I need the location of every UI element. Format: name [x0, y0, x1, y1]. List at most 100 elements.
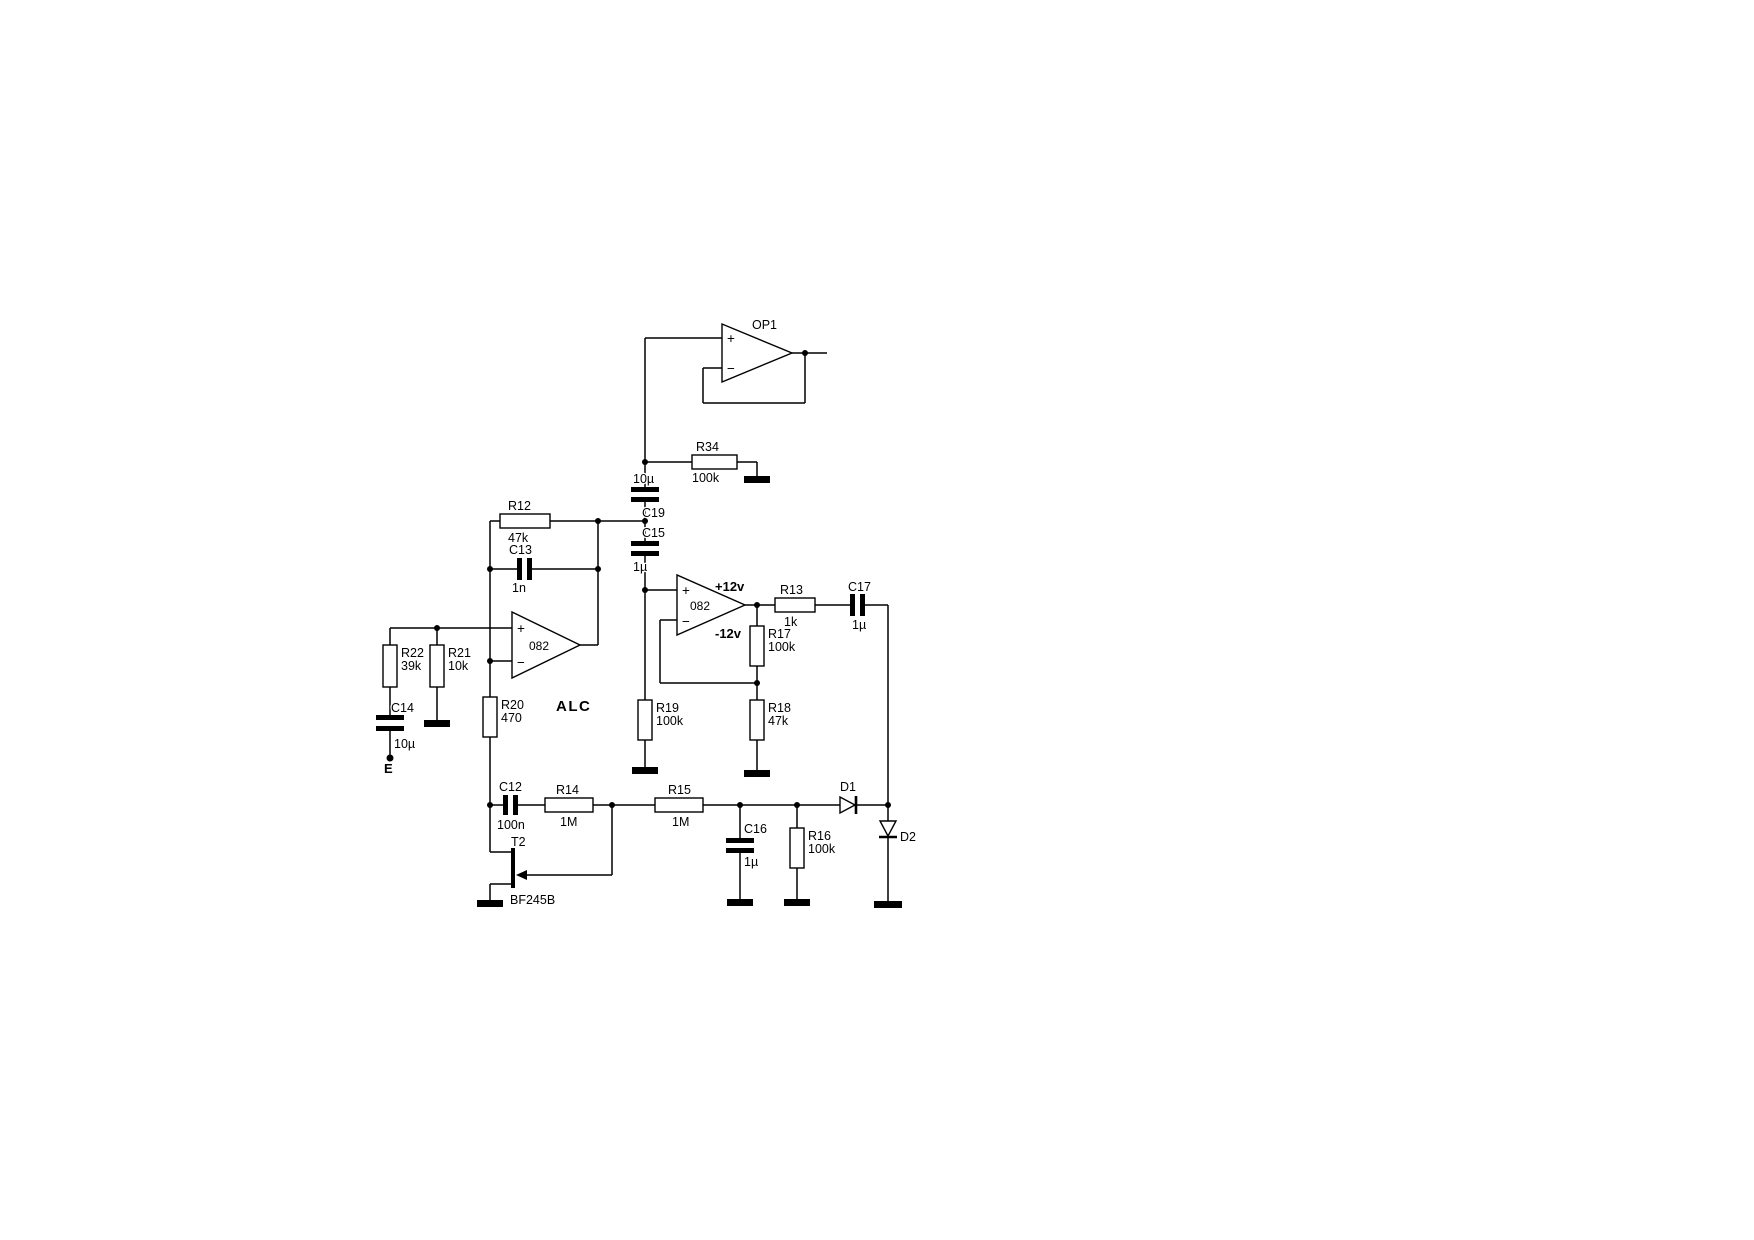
resistor-body	[774, 597, 816, 613]
opamp-ref-label: OP1	[752, 318, 777, 332]
resistor-body	[482, 696, 498, 738]
capacitor-ref: C17	[848, 580, 871, 594]
resistor-R18: R18 47k	[749, 699, 792, 741]
junction-dot	[595, 566, 601, 572]
junction-dot	[802, 350, 808, 356]
junction-dot	[487, 658, 493, 664]
capacitor-C13: C13 1n	[508, 542, 533, 597]
terminal-E: E	[383, 754, 394, 777]
alc-annotation: ALC	[556, 698, 591, 715]
opamp-triangle	[511, 610, 582, 680]
capacitor-C16: C16 1µ	[726, 821, 768, 870]
jfet-channel	[511, 848, 515, 888]
diode-ref: D1	[840, 780, 856, 794]
resistor-value: 470	[501, 711, 522, 725]
resistor-ref: R12	[508, 499, 531, 513]
capacitor-plate	[376, 715, 404, 720]
opamp-triangle	[721, 322, 794, 384]
junction-dot	[794, 802, 800, 808]
resistor-R12: R12 47k	[499, 498, 551, 546]
junction-dot	[885, 802, 891, 808]
opamp-U1: + − 082	[511, 610, 582, 680]
plus-input-label: +	[727, 331, 735, 346]
resistor-R16: R16 100k	[789, 827, 837, 869]
resistor-value: 39k	[401, 659, 422, 673]
resistor-ref: R20	[501, 698, 524, 712]
capacitor-ref: C12	[499, 780, 522, 794]
plus-input-label: +	[517, 621, 525, 636]
terminal-dot	[386, 754, 394, 762]
resistor-R20: R20 470	[482, 696, 525, 738]
minus-input-label: −	[682, 614, 690, 629]
minus-input-label: −	[727, 361, 735, 376]
resistor-body	[382, 644, 398, 688]
transistor-value: BF245B	[510, 893, 555, 907]
capacitor-plate	[503, 795, 508, 815]
capacitor-C19: 10µ C19	[631, 471, 666, 521]
capacitor-value: 1µ	[852, 618, 866, 632]
diode-D1: D1	[839, 779, 858, 815]
resistor-ref: R17	[768, 627, 791, 641]
diode-triangle	[878, 820, 898, 838]
opamp-OP1: + − OP1	[721, 317, 794, 384]
jfet-T2: T2 BF245B	[509, 834, 557, 909]
resistor-value: 1M	[560, 815, 577, 829]
ground-symbol	[424, 720, 450, 727]
resistor-ref: R16	[808, 829, 831, 843]
capacitor-value: 1µ	[633, 560, 647, 574]
capacitor-value: 1n	[512, 581, 526, 595]
resistor-body	[429, 644, 445, 688]
ground-symbol	[744, 770, 770, 777]
junction-dot	[754, 680, 760, 686]
capacitor-ref: C14	[391, 701, 414, 715]
ground-symbol	[477, 900, 503, 907]
junction-dot	[642, 518, 648, 524]
junction-dot	[609, 802, 615, 808]
resistor-value: 47k	[508, 531, 529, 545]
resistor-R19: R19 100k	[637, 699, 685, 741]
junction-dot	[642, 459, 648, 465]
capacitor-plate	[631, 551, 659, 556]
opamp-chip-label: 082	[529, 639, 549, 653]
resistor-value: 100k	[692, 471, 720, 485]
resistor-ref: R21	[448, 646, 471, 660]
capacitor-plate	[527, 558, 532, 580]
resistor-R14: R14 1M	[544, 782, 594, 830]
junction-dot	[487, 802, 493, 808]
resistor-R17: R17 100k	[749, 625, 797, 667]
resistor-body	[499, 513, 551, 529]
resistor-ref: R19	[656, 701, 679, 715]
resistor-ref: R15	[668, 783, 691, 797]
resistor-ref: R14	[556, 783, 579, 797]
capacitor-C17: C17 1µ	[847, 579, 872, 634]
resistor-body	[789, 827, 805, 869]
resistor-ref: R13	[780, 583, 803, 597]
supply-pos-label: +12v	[715, 579, 745, 594]
resistor-ref: R34	[696, 440, 719, 454]
ground-symbol	[632, 767, 658, 774]
junction-dot	[595, 518, 601, 524]
junction-dot	[754, 602, 760, 608]
resistor-R22: R22 39k	[382, 644, 425, 688]
plus-input-label: +	[682, 583, 690, 598]
resistor-value: 10k	[448, 659, 469, 673]
resistor-R13: R13 1k	[774, 582, 816, 630]
capacitor-value: 10µ	[633, 472, 654, 486]
capacitor-plate	[726, 838, 754, 843]
resistor-R34: R34 100k	[691, 439, 738, 486]
capacitor-plate	[376, 726, 404, 731]
wires	[389, 337, 889, 901]
junction-dot	[487, 566, 493, 572]
capacitor-ref: C19	[642, 506, 665, 520]
junction-dots	[434, 350, 891, 808]
capacitor-ref: C15	[642, 526, 665, 540]
capacitor-C14: C14 10µ	[376, 700, 416, 752]
ground-symbol	[744, 476, 770, 483]
capacitor-ref: C13	[509, 543, 532, 557]
capacitor-plate	[850, 594, 855, 616]
junction-dot	[642, 587, 648, 593]
capacitor-plate	[631, 487, 659, 492]
capacitor-plate	[631, 497, 659, 502]
opamp-U2: + − 082 +12v -12v	[676, 573, 747, 642]
